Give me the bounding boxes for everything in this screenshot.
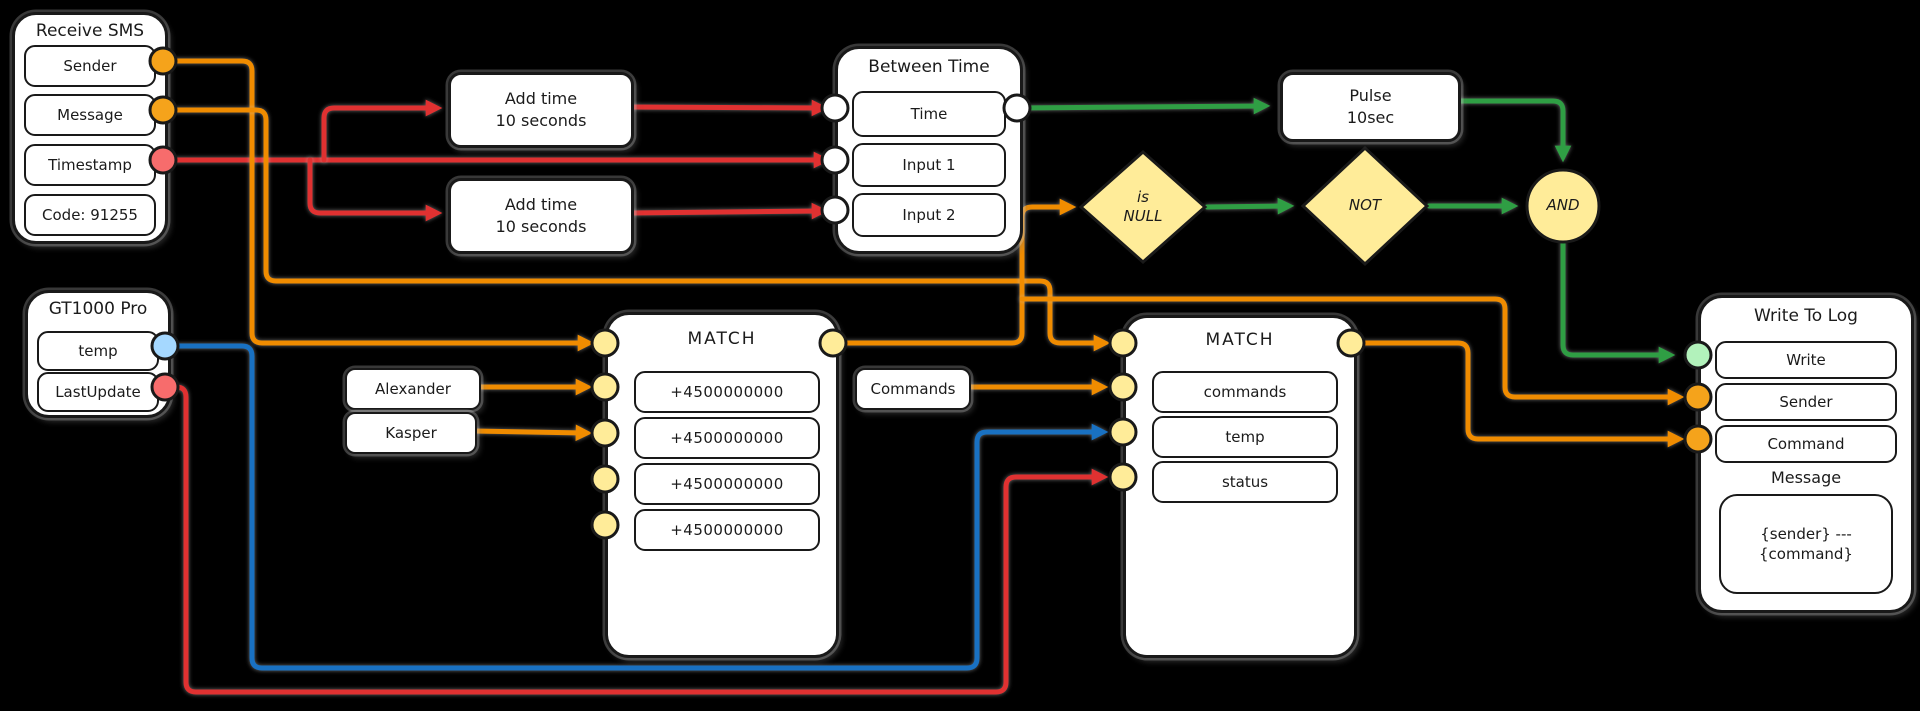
port-temp-out[interactable] [150,331,180,361]
field-status: status [1152,461,1338,503]
node-title: MATCH [687,329,757,349]
is-null-diamond[interactable] [1078,149,1208,265]
port-match1-in-title[interactable] [590,328,620,358]
node-add-time-2[interactable]: Add time 10 seconds [448,178,634,254]
node-gt1000-pro[interactable]: GT1000 Pro temp LastUpdate [25,290,171,418]
port-match1-in-3[interactable] [590,464,620,494]
port-write-in[interactable] [1683,340,1713,370]
port-time-in[interactable] [820,93,850,123]
node-title: GT1000 Pro [48,299,148,319]
port-sender-in[interactable] [1683,382,1713,412]
node-between-time[interactable]: Between Time Time Input 1 Input 2 [835,46,1023,254]
port-input1-in[interactable] [820,145,850,175]
field-input-2: Input 2 [852,193,1006,237]
edge-and-to-write[interactable] [1560,239,1676,364]
field-phone-4: +4500000000 [634,509,820,551]
field-phone-1: +4500000000 [634,371,820,413]
port-input2-in[interactable] [820,195,850,225]
field-phone-3: +4500000000 [634,463,820,505]
field-phone-2: +4500000000 [634,417,820,459]
is-null-label: is NULL [1123,187,1163,226]
and-circle[interactable] [1525,168,1601,244]
edge-match1-to-write-sender[interactable] [1019,296,1685,406]
edge-addtime1-to-time[interactable] [627,99,829,117]
port-message-out[interactable] [148,95,178,125]
field-sender: Sender [1715,383,1897,421]
port-match2-out[interactable] [1336,328,1366,358]
field-time: Time [852,91,1006,137]
edge-message-to-match2[interactable] [160,107,1111,352]
node-alexander[interactable]: Alexander [345,368,481,410]
edge-isnull-to-not[interactable] [1204,197,1295,215]
node-commands[interactable]: Commands [855,368,971,410]
edge-sender-to-match1[interactable] [160,58,595,352]
not-diamond[interactable] [1300,145,1430,267]
port-match2-in-commands[interactable] [1108,372,1138,402]
port-betweentime-out[interactable] [1002,93,1032,123]
field-command: Command [1715,425,1897,463]
field-message: Message [24,94,156,136]
edge-kasper-to-match1[interactable] [471,424,593,442]
field-write: Write [1715,341,1897,379]
node-match-1[interactable]: MATCH +4500000000 +4500000000 +450000000… [605,312,839,658]
port-sender-out[interactable] [148,46,178,76]
port-match1-in-2[interactable] [590,418,620,448]
message-label: Message [1770,468,1842,487]
node-kasper[interactable]: Kasper [345,412,477,454]
port-match2-in-title[interactable] [1108,328,1138,358]
port-match2-in-status[interactable] [1108,462,1138,492]
edge-match2-to-write-command[interactable] [1348,340,1685,448]
edge-pulse-to-and[interactable] [1452,98,1572,163]
port-command-in[interactable] [1683,424,1713,454]
node-title: Receive SMS [35,21,145,41]
field-input-1: Input 1 [852,143,1006,187]
node-title: MATCH [1205,330,1275,350]
field-commands: commands [1152,371,1338,413]
field-timestamp: Timestamp [24,144,156,186]
edge-betweentime-to-pulse[interactable] [1016,97,1271,115]
field-temp: temp [1152,416,1338,458]
not-label: NOT [1348,196,1382,215]
node-write-to-log[interactable]: Write To Log Write Sender Command Messag… [1698,295,1914,613]
field-message-template: {sender} --- {command} [1719,494,1893,594]
port-match1-out[interactable] [818,328,848,358]
field-temp: temp [37,331,159,371]
port-match2-in-temp[interactable] [1108,417,1138,447]
port-match1-in-1[interactable] [590,372,620,402]
and-label: AND [1546,196,1580,215]
node-add-time-1[interactable]: Add time 10 seconds [448,72,634,148]
node-pulse[interactable]: Pulse 10sec [1280,72,1461,142]
edge-timestamp-to-addtime2[interactable] [307,157,443,222]
node-title: Write To Log [1754,306,1858,326]
field-lastupdate: LastUpdate [37,372,159,412]
port-timestamp-out[interactable] [148,145,178,175]
port-match1-in-4[interactable] [590,510,620,540]
edge-temp-to-match2-temp[interactable] [162,343,1109,671]
edge-addtime2-to-input2[interactable] [627,202,829,220]
field-code: Code: 91255 [24,194,156,236]
node-title: Between Time [868,57,990,77]
edge-match1-to-isnull[interactable] [830,198,1077,346]
edge-lastupdate-to-match2-status[interactable] [162,384,1109,695]
edge-timestamp-to-addtime1[interactable] [321,99,443,163]
port-lastupdate-out[interactable] [150,372,180,402]
